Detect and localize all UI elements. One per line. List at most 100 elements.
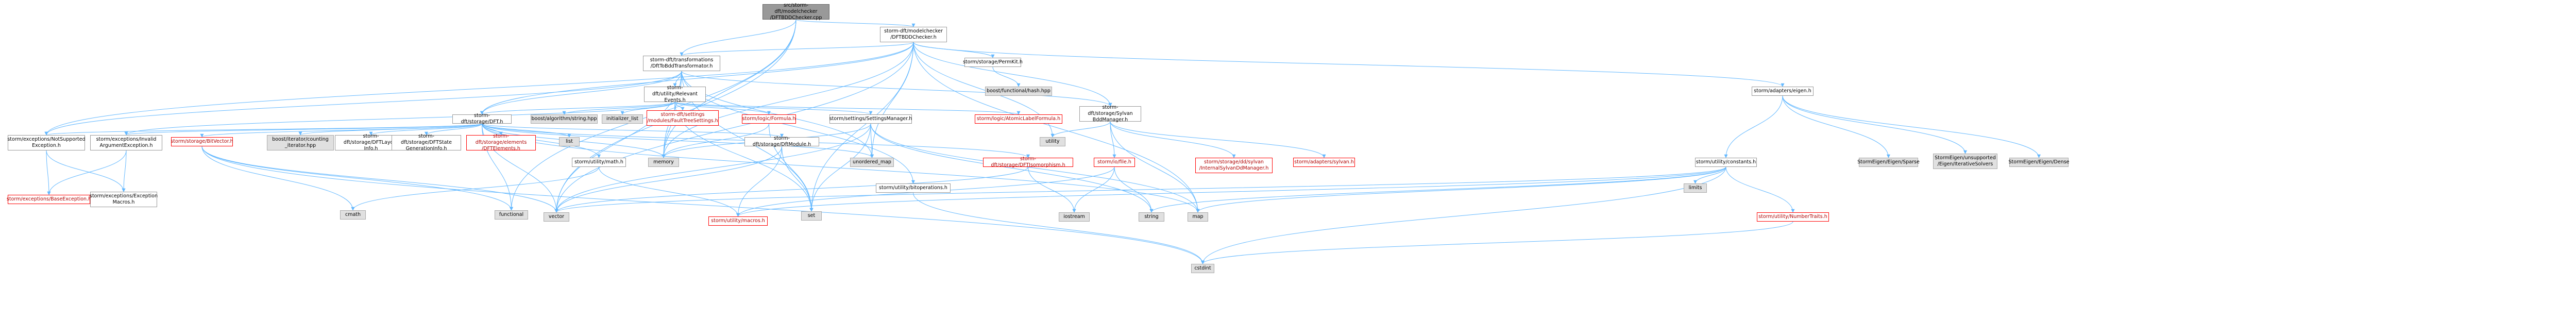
node-exception-macros[interactable]: storm/exceptions/Exception Macros.h: [90, 192, 158, 207]
node-counting-iter[interactable]: boost/iterator/counting _iterator.hpp: [267, 135, 334, 150]
edge-root-to-checker_h: [795, 19, 916, 27]
edge-checker_h-to-set: [809, 42, 914, 212]
edge-bitvector-to-cmath: [201, 146, 355, 211]
edge-checker_h-to-memory: [662, 42, 914, 158]
node-init-list[interactable]: initializer_list: [602, 114, 643, 124]
edge-dft_symm-to-iostream: [1028, 166, 1076, 213]
edge-eigen-to-eigen_sparse: [1782, 95, 1890, 158]
edge-bitvector-to-cstdint: [201, 146, 1205, 264]
node-eigen-iter[interactable]: StormEigen/unsupported /Eigen/IterativeS…: [1933, 154, 1997, 169]
node-permkit[interactable]: storm/storage/PermKit.h: [963, 58, 1023, 67]
edge-transformator-to-dft_h: [480, 71, 682, 115]
edge-settings_mgr-to-set: [809, 123, 871, 212]
node-number-traits[interactable]: storm/utility/NumberTraits.h: [1757, 212, 1829, 222]
node-settings-mgr[interactable]: storm/settings/SettingsManager.h: [829, 114, 912, 124]
node-macros[interactable]: storm/utility/macros.h: [708, 216, 768, 226]
node-list[interactable]: list: [559, 137, 580, 146]
edge-checker_h-to-transformator: [680, 42, 914, 56]
edge-checker_h-to-unordered_map: [870, 42, 914, 158]
edge-permkit-to-boost_hash: [992, 66, 1021, 87]
node-relevant[interactable]: storm-dft/utility/Relevant Events.h: [644, 85, 706, 103]
node-adapter-sylvan[interactable]: storm/adapters/sylvan.h: [1293, 158, 1355, 167]
node-bitops[interactable]: storm/utility/bitoperations.h: [876, 183, 951, 193]
node-file-h[interactable]: storm/io/file.h: [1094, 158, 1135, 167]
node-internal-sylvan[interactable]: storm/storage/dd/sylvan /InternalSylvanD…: [1195, 158, 1273, 173]
edge-sylvan_bdd-to-internal_sylvan: [1110, 121, 1236, 158]
node-constants[interactable]: storm/utility/constants.h: [1695, 158, 1757, 167]
edge-dft_h-to-map: [482, 123, 1200, 213]
node-eigen-sparse[interactable]: StormEigen/Eigen/Sparse: [1857, 158, 1920, 167]
edge-dft_h-to-dft_module: [482, 123, 784, 138]
node-boost-hash[interactable]: boost/functional/hash.hpp: [985, 87, 1052, 96]
node-unordered-map[interactable]: unordered_map: [850, 158, 894, 167]
edge-constants-to-macros: [736, 166, 1726, 217]
node-utility[interactable]: utility: [1040, 137, 1065, 146]
edge-relevant-to-memory: [662, 102, 675, 158]
edge-dft_h-to-invalid_arg: [124, 123, 482, 136]
node-atomic-label[interactable]: storm/logic/AtomicLabelFormula.h: [975, 114, 1062, 124]
edge-constants-to-map: [1196, 166, 1726, 213]
edge-transformator-to-sylvan_bdd: [681, 71, 1112, 107]
edge-bitops-to-cstdint: [913, 192, 1205, 264]
node-fault-settings[interactable]: storm-dft/settings /modules/FaultTreeSet…: [647, 110, 719, 126]
edge-invalid_arg-to-exception_macros: [122, 150, 127, 192]
node-string[interactable]: string: [1139, 212, 1164, 222]
node-limits[interactable]: limits: [1684, 183, 1707, 193]
node-map[interactable]: map: [1188, 212, 1208, 222]
node-checker-h[interactable]: storm-dft/modelchecker /DFTBDDChecker.h: [880, 27, 947, 42]
node-eigen-dense[interactable]: StormEigen/Eigen/Dense: [2009, 158, 2070, 167]
edge-checker_h-to-eigen: [913, 42, 1785, 87]
edge-checker_h-to-sylvan_bdd: [913, 42, 1112, 107]
edge-dft_h-to-dft_layout: [369, 123, 482, 136]
edge-root-to-transformator: [680, 19, 796, 56]
node-functional[interactable]: functional: [495, 210, 528, 220]
node-root[interactable]: src/storm-dft/modelchecker /DFTBDDChecke…: [762, 3, 829, 21]
edge-dft_h-to-list: [482, 123, 571, 138]
edge-checker_h-to-map: [913, 42, 1200, 213]
edge-number_traits-to-cstdint: [1201, 221, 1793, 264]
node-formula[interactable]: storm/logic/Formula.h: [742, 114, 796, 124]
node-bitvector[interactable]: storm/storage/BitVector.h: [171, 137, 233, 146]
edge-eigen-to-constants: [1724, 95, 1783, 158]
node-dft-elements[interactable]: storm-dft/storage/elements /DFTElements.…: [466, 133, 536, 152]
edge-relevant-to-init_list: [620, 102, 675, 115]
node-memory[interactable]: memory: [648, 158, 679, 167]
node-transformator[interactable]: storm-dft/transformations /DftToBddTrans…: [643, 56, 720, 71]
node-set[interactable]: set: [801, 211, 822, 221]
edge-dft_module-to-set: [782, 146, 814, 212]
node-base-exception[interactable]: storm/exceptions/BaseException.h: [7, 195, 91, 204]
node-dft-state-gen[interactable]: storm-dft/storage/DFTState GenerationInf…: [392, 133, 461, 152]
node-dft-module[interactable]: storm-dft/storage/DftModule.h: [744, 136, 819, 147]
edge-settings_mgr-to-string: [870, 123, 1154, 213]
edge-eigen-to-eigen_dense: [1782, 95, 2041, 158]
node-cmath[interactable]: cmath: [340, 210, 366, 220]
node-sylvan-bdd[interactable]: storm-dft/storage/Sylvan BddManager.h: [1079, 105, 1141, 123]
edge-bitvector-to-vector: [201, 146, 558, 213]
node-boost-algo[interactable]: boost/algorithm/string.hpp: [531, 114, 598, 124]
node-invalid-arg[interactable]: storm/exceptions/Invalid ArgumentExcepti…: [90, 135, 162, 150]
edge-checker_h-to-dft_h: [480, 42, 914, 115]
edge-math_h-to-macros: [599, 166, 740, 217]
edge-constants-to-number_traits: [1725, 166, 1795, 213]
node-dft-symm[interactable]: storm-dft/storage/DFTIsomorphism.h: [983, 156, 1073, 168]
node-vector[interactable]: vector: [544, 212, 569, 222]
edge-checker_h-to-permkit: [913, 42, 995, 58]
node-not-supported[interactable]: storm/exceptions/NotSupported Exception.…: [7, 135, 86, 150]
edge-checker_h-to-not_supported: [44, 42, 914, 136]
edge-file_h-to-iostream: [1072, 166, 1115, 213]
node-iostream[interactable]: iostream: [1059, 212, 1090, 222]
node-dft-h[interactable]: storm-dft/storage/DFT.h: [452, 113, 512, 125]
edge-settings_mgr-to-vector: [554, 123, 871, 213]
edge-eigen-to-eigen_iter: [1782, 95, 1967, 154]
edge-relevant-to-settings_mgr: [674, 102, 873, 115]
edge-root-to-memory: [662, 19, 796, 158]
edge-relevant-to-invalid_arg: [124, 102, 675, 136]
edge-not_supported-to-exception_macros: [46, 150, 126, 192]
edge-bitvector-to-functional: [201, 146, 513, 211]
edge-dft_h-to-unordered_map: [482, 123, 874, 158]
node-math-h[interactable]: storm/utility/math.h: [572, 158, 626, 167]
node-cstdint[interactable]: cstdint: [1191, 264, 1214, 273]
node-eigen[interactable]: storm/adapters/eigen.h: [1752, 87, 1814, 96]
edge-not_supported-to-base_exception: [46, 150, 51, 195]
